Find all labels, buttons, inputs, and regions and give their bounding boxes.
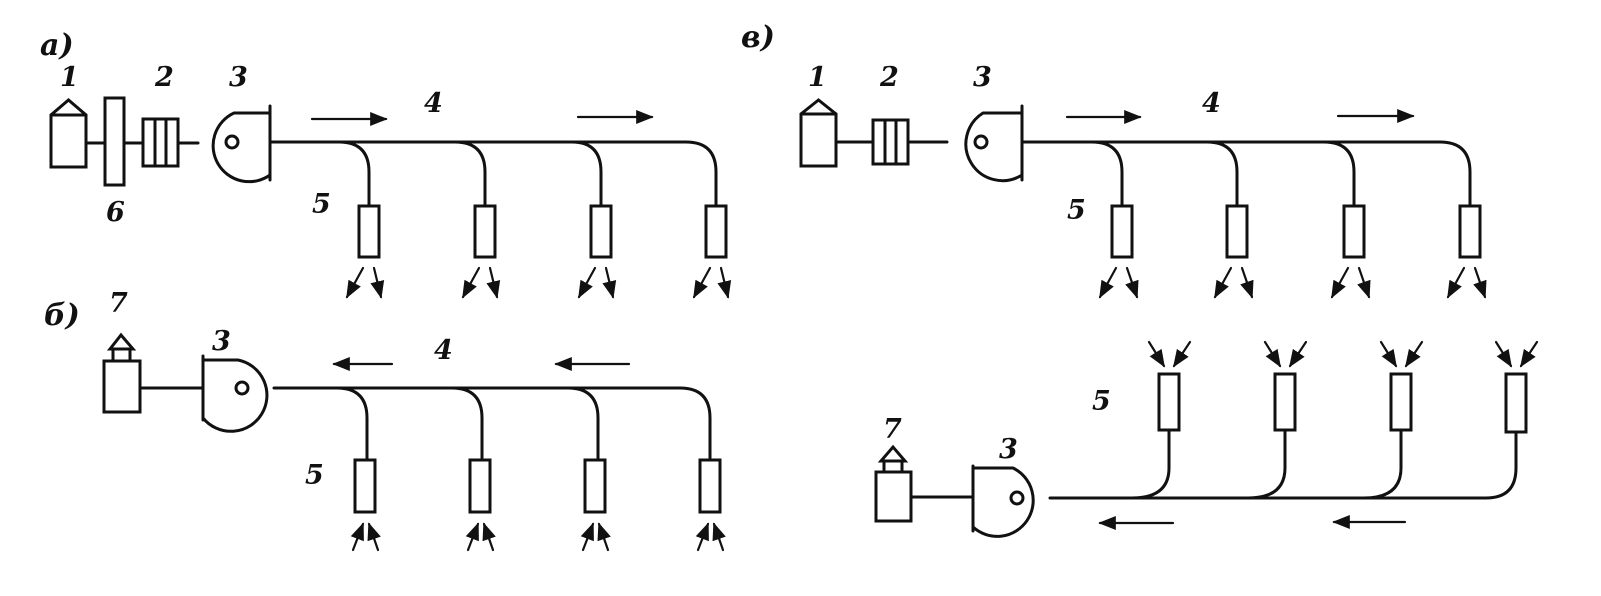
filter-2 bbox=[141, 117, 180, 168]
air-valve-6 bbox=[103, 96, 126, 187]
label-1: 1 bbox=[60, 62, 79, 93]
label-3: 3 bbox=[973, 62, 992, 93]
exhaust-7 bbox=[874, 444, 913, 523]
label-2: 2 bbox=[154, 62, 174, 93]
nozzle-5 bbox=[1458, 204, 1482, 259]
label-2: 2 bbox=[879, 62, 899, 93]
nozzle-5 bbox=[1389, 372, 1413, 432]
label-6: 6 bbox=[106, 197, 125, 228]
scheme-c-letter: в) bbox=[741, 20, 775, 55]
nozzle-5 bbox=[1273, 372, 1297, 432]
label-5: 5 bbox=[1092, 386, 1111, 417]
filter-2 bbox=[871, 118, 910, 166]
fan-3 bbox=[201, 354, 269, 433]
fan-3 bbox=[971, 464, 1035, 538]
duct-4 bbox=[1020, 140, 1472, 208]
scheme-b: б) 7 3 4 5 bbox=[44, 288, 726, 552]
nozzle-5 bbox=[353, 458, 377, 514]
nozzle-5 bbox=[583, 458, 607, 514]
label-4: 4 bbox=[424, 88, 443, 119]
label-7: 7 bbox=[883, 414, 902, 445]
nozzle-5 bbox=[1504, 372, 1528, 434]
nozzle-5 bbox=[357, 204, 381, 259]
air-intake-1 bbox=[49, 98, 88, 169]
nozzle-5 bbox=[468, 458, 492, 514]
scheme-a: a) 1 2 3 4 5 6 bbox=[40, 28, 732, 299]
nozzle-5 bbox=[1157, 372, 1181, 432]
label-7: 7 bbox=[109, 288, 128, 319]
scheme-b-letter: б) bbox=[44, 298, 80, 333]
nozzle-5 bbox=[589, 204, 613, 259]
exhaust-duct bbox=[1048, 430, 1518, 500]
label-4: 4 bbox=[1202, 88, 1221, 119]
nozzle-5 bbox=[704, 204, 728, 259]
fan-3 bbox=[964, 104, 1024, 183]
nozzle-5 bbox=[1110, 204, 1134, 259]
duct-4 bbox=[272, 386, 712, 462]
exhaust-7 bbox=[102, 332, 142, 414]
nozzle-5 bbox=[1225, 204, 1249, 259]
label-3: 3 bbox=[229, 62, 248, 93]
nozzle-5 bbox=[1342, 204, 1366, 259]
label-1: 1 bbox=[808, 62, 827, 93]
label-5: 5 bbox=[1067, 195, 1086, 226]
inflow-arrows bbox=[350, 522, 726, 552]
scheme-a-letter: a) bbox=[40, 28, 74, 63]
scheme-c: в) 1 2 3 4 5 bbox=[741, 20, 1487, 299]
label-3: 3 bbox=[212, 326, 231, 357]
outflow-arrows bbox=[345, 266, 732, 299]
nozzle-5 bbox=[473, 204, 497, 259]
label-3: 3 bbox=[999, 434, 1018, 465]
duct-4 bbox=[268, 140, 718, 208]
label-5: 5 bbox=[305, 460, 324, 491]
fan-3 bbox=[211, 104, 272, 184]
air-intake-1 bbox=[799, 98, 838, 168]
outflow-arrows bbox=[1098, 266, 1487, 299]
scheme-d: 7 3 5 bbox=[874, 340, 1539, 538]
nozzle-5 bbox=[698, 458, 722, 514]
inflow-arrows bbox=[1147, 340, 1539, 368]
label-4: 4 bbox=[434, 335, 453, 366]
label-5: 5 bbox=[312, 189, 331, 220]
